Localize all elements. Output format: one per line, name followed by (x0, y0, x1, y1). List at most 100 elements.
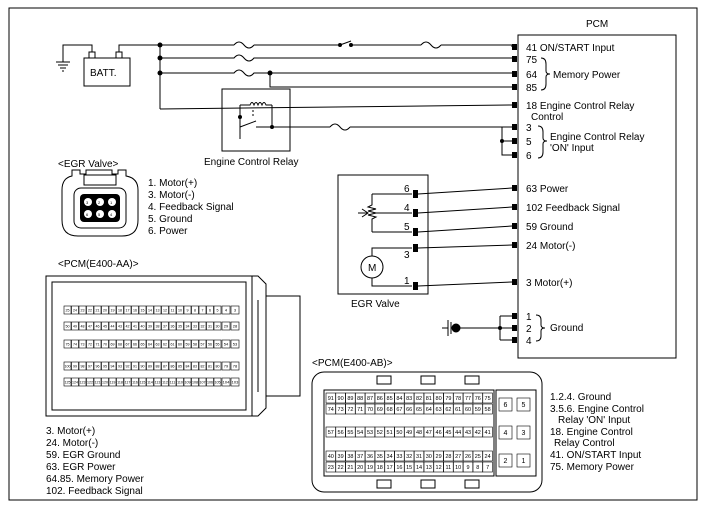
pcm-ab-pin-label: 4 (504, 430, 508, 437)
egr-legend-6: 6. Power (148, 226, 188, 237)
pcm-aa-pin (78, 361, 87, 371)
pcm-aa-pin-label: 105 (215, 380, 221, 384)
pcm-aa-pin (101, 305, 109, 315)
pcm-aa-pin (116, 361, 124, 371)
pcm-aa-pin (116, 377, 124, 387)
pcm-aa-pin-label: 110 (177, 380, 183, 384)
motor-symbol: M (368, 263, 376, 274)
pcm-aa-pin-label: 21 (96, 308, 100, 312)
egr-schematic (337, 174, 513, 295)
pcm-aa-pin-label: 100 (65, 364, 71, 368)
pcm-aa-pin (131, 305, 139, 315)
pcm-ab-pin-label: 39 (338, 454, 344, 460)
pcm-aa-pin (63, 377, 72, 387)
pcm-ab-pin-label: 11 (446, 465, 452, 471)
pcm-aa-pin (116, 305, 124, 315)
pcm-aa-pin-label: 96 (96, 364, 100, 368)
pcm-ab-pin-label: 23 (328, 465, 334, 471)
pcm-aa-pin-label: 62 (163, 342, 167, 346)
pcm-aa-pin (93, 361, 102, 371)
pcm-aa-pin (198, 377, 207, 387)
pcm-aa-pin (168, 305, 177, 315)
pcm-aa-pin (123, 377, 132, 387)
pcm-aa-pin (176, 321, 184, 331)
svg-text:3: 3 (86, 200, 89, 205)
egr-legend-1: 1. Motor(+) (148, 178, 197, 189)
pcm-ab-legend-4: Relay Control (554, 438, 615, 449)
pcm-aa-pin-label: 103 (232, 379, 239, 384)
pcm-ab-pin-label: 29 (436, 454, 442, 460)
pcm-ab-pin-label: 59 (475, 407, 481, 413)
egr-pin-3: 3 (404, 250, 410, 261)
pcm-ab-pin-label: 19 (367, 465, 373, 471)
pcm-ab-pin-label: 10 (455, 465, 461, 471)
pcm-ab-pin-label: 57 (328, 430, 334, 436)
pcm-ab-pin-label: 20 (357, 465, 363, 471)
pcm-pin-85: 85 (526, 83, 538, 94)
pcm-ab-title: <PCM(E400-AB)> (312, 358, 393, 369)
pcm-pin-24: 24 Motor(-) (526, 241, 575, 252)
pcm-ab-pin-label: 76 (475, 396, 481, 402)
pcm-aa-pin-label: 83 (193, 364, 197, 368)
memory-power-label: Memory Power (553, 70, 621, 81)
pcm-aa-pin-label: 109 (185, 380, 191, 384)
pcm-aa-pin-label: 38 (156, 324, 160, 328)
pcm-aa-pin (161, 339, 169, 349)
pcm-aa-pin-label: 82 (201, 364, 205, 368)
pcm-aa-pin (101, 339, 109, 349)
pcm-aa-pin (191, 377, 199, 387)
pcm-aa-pin-label: 6 (209, 308, 211, 312)
pcm-ab-pin-label: 65 (416, 407, 422, 413)
pcm-ab-pin-label: 60 (465, 407, 471, 413)
pcm-ab-pin-label: 33 (396, 454, 402, 460)
pcm-ab-legend-6: 75. Memory Power (550, 462, 635, 473)
pcm-aa-pin-label: 11 (171, 308, 175, 312)
egr-connector-title: <EGR Valve> (58, 159, 119, 170)
pcm-ab-pin-label: 21 (347, 465, 353, 471)
pcm-aa-legend-3: 3. Motor(+) (46, 426, 95, 437)
pcm-ab-pin-label: 22 (338, 465, 344, 471)
pcm-aa-pin (71, 361, 79, 371)
pcm-aa-pin (161, 361, 169, 371)
relay-label: Engine Control Relay (204, 157, 299, 168)
pcm-aa-pin-label: 33 (193, 324, 197, 328)
pcm-aa-pin-label: 124 (72, 380, 78, 384)
pcm-ab-pin-label: 7 (486, 465, 489, 471)
pcm-ab-legend-5: 41. ON/START Input (550, 450, 641, 461)
pcm-aa-pin (213, 321, 222, 331)
pcm-ab-pin-label: 8 (476, 465, 479, 471)
pcm-aa-pin-label: 8 (194, 308, 196, 312)
egr-connector: <EGR Valve> 3 2 1 6 5 4 1. Motor(+) 3. M… (58, 159, 234, 237)
pcm-aa-pin (71, 321, 79, 331)
pcm-aa-pin (168, 377, 177, 387)
pcm-aa-pin-label: 48 (81, 324, 85, 328)
pcm-aa-pin-label: 32 (201, 324, 205, 328)
pcm-aa-pin-label: 34 (186, 324, 190, 328)
pcm-aa-pin-label: 42 (126, 324, 130, 328)
pcm-ab-pin-label: 62 (445, 407, 451, 413)
pcm-aa-pin (78, 305, 87, 315)
pcm-aa-pin-label: 120 (102, 380, 108, 384)
pcm-aa-pin-label: 114 (147, 380, 153, 384)
pcm-ab-pin-label: 82 (416, 396, 422, 402)
pcm-ab-pin-label: 55 (347, 430, 353, 436)
pcm-aa-pin-label: 66 (133, 342, 137, 346)
pcm-aa-pin-label: 88 (156, 364, 160, 368)
egr-legend-3: 3. Motor(-) (148, 190, 195, 201)
pcm-aa-pin-label: 13 (156, 308, 160, 312)
memory-power-brace (540, 57, 551, 91)
pcm-aa-pin-label: 39 (148, 324, 152, 328)
pcm-aa-pin (230, 305, 240, 315)
pcm-aa-pin-label: 31 (208, 324, 212, 328)
relay-on-label-2: 'ON' Input (550, 143, 594, 154)
pcm-pin-63: 63 Power (526, 184, 569, 195)
pcm-aa-pin (131, 321, 139, 331)
pcm-aa-pin (131, 377, 139, 387)
pcm-aa-pin-label: 70 (103, 342, 107, 346)
pcm-ab-pin-label: 80 (436, 396, 442, 402)
egr-schematic-box (337, 174, 429, 295)
pcm-aa-pin (176, 377, 184, 387)
pcm-aa-pin (191, 339, 199, 349)
pcm-aa-pin (108, 339, 117, 349)
pcm-aa-pin-label: 15 (141, 308, 145, 312)
